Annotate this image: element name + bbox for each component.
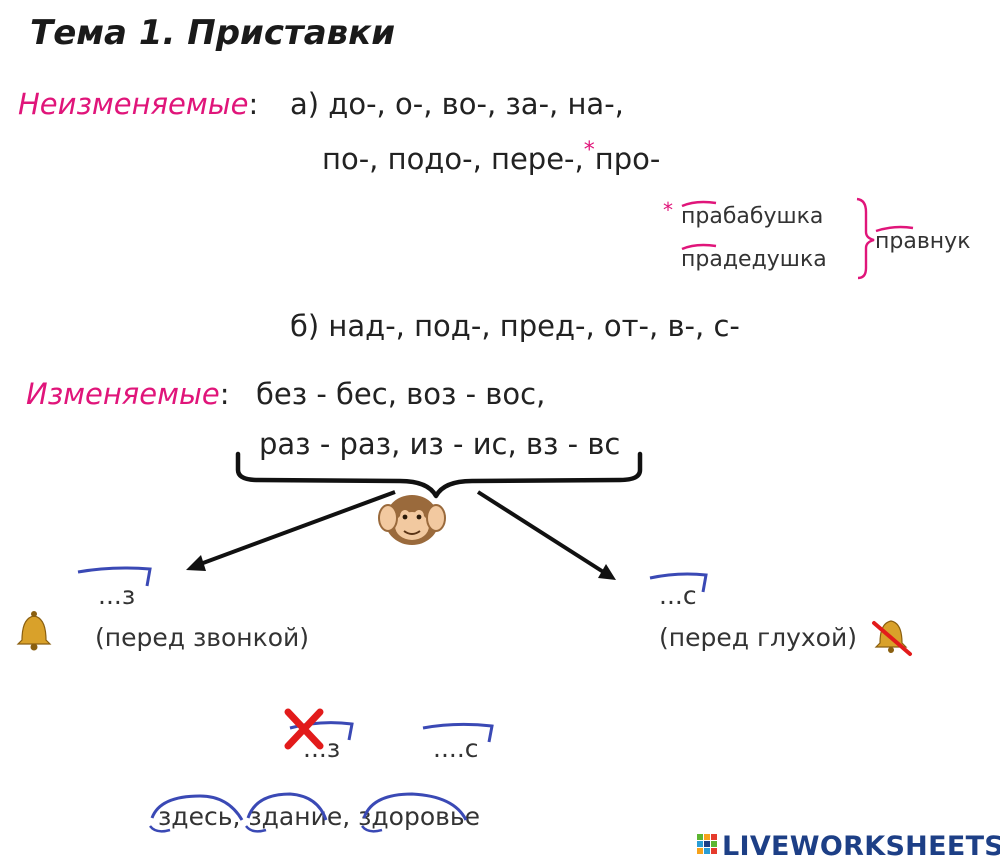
prefix-list-a-line1: а) до-, о-, во-, за-, на-, [290,87,624,121]
crossed-prefix-arc [289,721,354,741]
pro-asterisk: * [583,138,595,163]
correct-prefix-arc [422,722,494,743]
exception-arc-3 [362,792,468,821]
muted-bell-icon [872,620,912,656]
correct-marker: ....с [433,734,479,763]
voiced-rule-text: (перед звонкой) [95,623,310,652]
arrow-left [194,490,396,568]
prefix-pairs-line2: раз - раз, из - ис, вз - вс [259,427,621,461]
unchangeable-colon: : [248,87,259,121]
exception-tick-1 [149,825,171,833]
prefix-pairs-line1: без - бес, воз - вос, [256,377,546,411]
changeable-label: Изменяемые [26,377,220,411]
prefix-list-a-line2-text: по-, подо-, пере-, [322,142,584,176]
example-asterisk: * [663,198,673,222]
prefix-pro: про- [594,142,661,176]
voiceless-rule-text: (перед глухой) [659,623,857,652]
example-word-1: прабабушка [681,204,824,229]
pra-arc-2 [681,243,717,251]
liveworksheets-brand: LIVEWORKSHEETS [722,831,1000,862]
exception-arc-2 [246,792,328,821]
unchangeable-label: Неизменяемые [18,87,249,121]
page-title: Тема 1. Приставки [30,13,396,53]
pra-arc-3 [875,225,914,233]
exception-tick-3 [361,825,383,833]
pra-arc-1 [681,200,717,208]
bell-icon [16,611,52,651]
example-brace [856,197,875,280]
example-result-word: правнук [875,229,971,254]
voiceless-marker: ...с [659,581,697,610]
prefix-list-a-line2: по-, подо-, пере-,*про- [322,140,660,174]
exception-arc-1 [150,794,244,821]
voiceless-prefix-arc [649,572,708,593]
monkey-icon [378,495,446,545]
example-word-2: прадедушка [681,247,827,272]
arrow-right [476,490,607,575]
unchangeable-heading: Неизменяемые: [18,90,258,119]
voiced-prefix-arc [77,566,152,587]
arrow-right-head [598,564,616,580]
voiced-marker: ...з [98,581,136,610]
changeable-heading: Изменяемые: [26,380,229,409]
liveworksheets-logo-icon [697,834,717,854]
changeable-colon: : [219,377,230,411]
pairs-brace [235,451,643,499]
exception-tick-2 [245,825,267,833]
prefix-list-b: б) над-, под-, пред-, от-, в-, с- [290,309,740,343]
arrow-left-head [186,555,206,571]
red-cross-icon [284,708,324,750]
